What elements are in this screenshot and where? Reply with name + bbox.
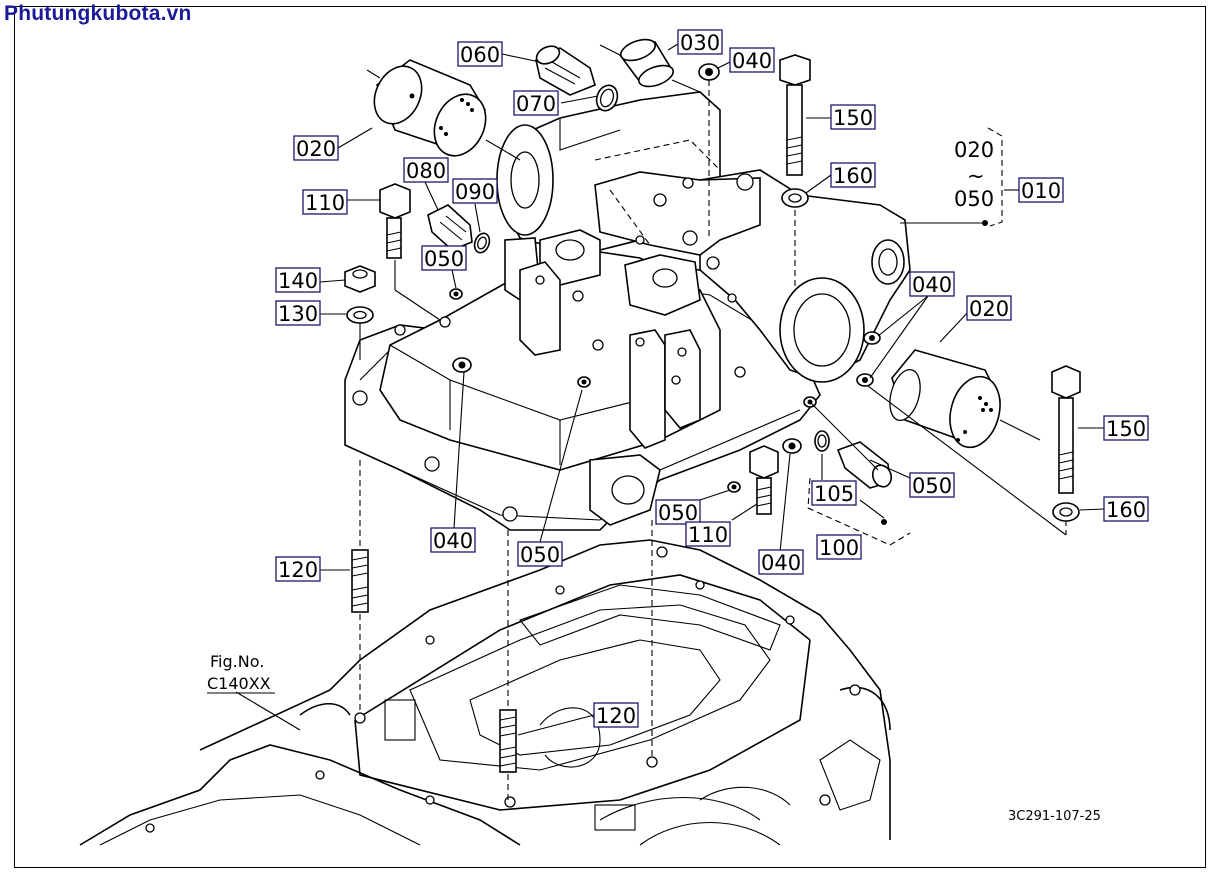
label-120-left: 120 xyxy=(275,556,321,582)
label-080: 080 xyxy=(403,157,449,183)
label-160-top: 160 xyxy=(830,162,876,188)
svg-text:110: 110 xyxy=(305,191,345,215)
svg-text:050: 050 xyxy=(954,187,994,211)
svg-text:150: 150 xyxy=(833,106,873,130)
svg-text:C140XX: C140XX xyxy=(207,674,271,693)
transmission-case xyxy=(79,539,891,846)
svg-text:020: 020 xyxy=(954,138,994,162)
plug-050-center xyxy=(577,376,591,388)
svg-text:040: 040 xyxy=(732,49,772,73)
label-140: 140 xyxy=(275,267,321,293)
label-040-left: 040 xyxy=(430,527,476,553)
svg-text:060: 060 xyxy=(460,43,500,67)
label-040-top: 040 xyxy=(729,47,775,73)
bolt-110-left xyxy=(379,183,441,321)
stud-120-left xyxy=(351,460,369,712)
svg-text:050: 050 xyxy=(520,543,560,567)
label-050-center: 050 xyxy=(517,541,563,567)
svg-text:100: 100 xyxy=(819,536,859,560)
svg-text:130: 130 xyxy=(278,302,318,326)
fitting-100 xyxy=(836,441,893,489)
svg-text:050: 050 xyxy=(912,474,952,498)
site-watermark: Phutungkubota.vn xyxy=(4,2,192,25)
plug-040-left xyxy=(452,357,472,373)
svg-text:Fig.No.: Fig.No. xyxy=(210,652,264,671)
label-030: 030 xyxy=(677,29,723,55)
svg-text:090: 090 xyxy=(455,180,495,204)
nipple-080 xyxy=(427,204,473,251)
label-120-lower: 120 xyxy=(593,702,639,728)
label-110-lower: 110 xyxy=(685,521,731,547)
label-150-top: 150 xyxy=(830,104,876,130)
plug-050-left xyxy=(449,288,463,300)
label-060: 060 xyxy=(457,41,503,67)
svg-text:160: 160 xyxy=(833,164,873,188)
svg-text:105: 105 xyxy=(814,482,854,506)
svg-text:020: 020 xyxy=(296,137,336,161)
label-010: 010 xyxy=(1018,177,1064,203)
figure-reference: Fig.No. C140XX xyxy=(207,652,275,694)
svg-text:110: 110 xyxy=(688,523,728,547)
label-range: 020 ~ 050 xyxy=(954,138,994,211)
plug-050-lower xyxy=(727,481,741,493)
hydraulic-cylinder-case xyxy=(344,91,911,531)
svg-text:080: 080 xyxy=(406,159,446,183)
plug-040-top xyxy=(698,63,720,240)
svg-text:120: 120 xyxy=(278,558,318,582)
label-070: 070 xyxy=(513,90,559,116)
label-020-upper: 020 xyxy=(293,135,339,161)
label-050-left: 050 xyxy=(421,245,467,271)
svg-text:150: 150 xyxy=(1106,417,1146,441)
stud-120-lower xyxy=(499,530,517,800)
label-050-right: 050 xyxy=(909,472,955,498)
svg-text:020: 020 xyxy=(969,297,1009,321)
label-050-lower: 050 xyxy=(655,499,701,525)
plug-040-bottom xyxy=(782,438,802,454)
label-040-bottom: 040 xyxy=(758,549,804,575)
leader-lines xyxy=(235,43,1105,736)
nut-140 xyxy=(344,265,376,293)
svg-text:070: 070 xyxy=(516,92,556,116)
label-150-right: 150 xyxy=(1103,415,1149,441)
svg-text:040: 040 xyxy=(761,551,801,575)
sleeve-020-upper xyxy=(366,59,521,161)
bushing-030 xyxy=(599,38,701,93)
label-100: 100 xyxy=(816,534,862,560)
svg-text:030: 030 xyxy=(680,31,720,55)
svg-text:120: 120 xyxy=(596,704,636,728)
bolt-150-top xyxy=(779,54,811,290)
label-105: 105 xyxy=(811,480,857,506)
label-110-left: 110 xyxy=(302,189,348,215)
nipple-060 xyxy=(535,45,596,96)
label-160-right: 160 xyxy=(1103,496,1149,522)
bolt-150-right xyxy=(1051,365,1081,535)
sleeve-020-right xyxy=(889,349,1041,449)
svg-text:040: 040 xyxy=(433,529,473,553)
label-130: 130 xyxy=(275,300,321,326)
plug-040-right-a xyxy=(863,331,881,345)
bolt-110-lower xyxy=(749,445,779,515)
svg-text:140: 140 xyxy=(278,269,318,293)
label-020-right: 020 xyxy=(966,295,1012,321)
drawing-code: 3C291-107-25 xyxy=(1008,809,1101,824)
svg-text:160: 160 xyxy=(1106,498,1146,522)
svg-text:040: 040 xyxy=(912,273,952,297)
svg-text:~: ~ xyxy=(967,164,985,188)
svg-text:050: 050 xyxy=(424,247,464,271)
svg-text:010: 010 xyxy=(1021,179,1061,203)
plug-040-right-b xyxy=(856,373,874,387)
drawing-frame xyxy=(14,6,1206,868)
label-040-right: 040 xyxy=(909,271,955,297)
label-090: 090 xyxy=(452,178,498,204)
svg-text:050: 050 xyxy=(658,501,698,525)
